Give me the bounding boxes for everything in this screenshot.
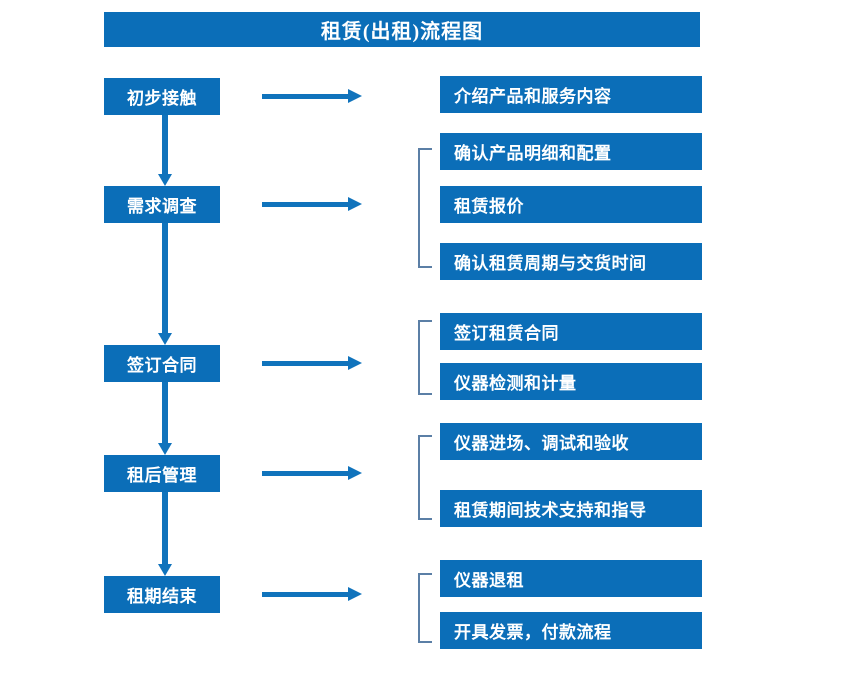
arrow-demand-to-contract [157, 223, 173, 345]
arrow-to-after-rent [262, 465, 362, 481]
bracket-contract-group [418, 320, 432, 395]
detail-box-confirm-rental-period[interactable]: 确认租赁周期与交货时间 [440, 243, 702, 280]
detail-box-rental-quotation[interactable]: 租赁报价 [440, 186, 702, 223]
arrow-after-to-end [157, 492, 173, 576]
detail-box-introduce-products[interactable]: 介绍产品和服务内容 [440, 76, 702, 113]
arrow-to-requirements [262, 196, 362, 212]
arrow-to-intro [262, 88, 362, 104]
detail-box-invoice-payment[interactable]: 开具发票，付款流程 [440, 612, 702, 649]
detail-box-instrument-delivery-commissioning[interactable]: 仪器进场、调试和验收 [440, 423, 702, 460]
detail-box-technical-support[interactable]: 租赁期间技术支持和指导 [440, 490, 702, 527]
arrow-to-contract [262, 355, 362, 371]
arrow-contract-to-after [157, 382, 173, 455]
arrow-contact-to-demand [157, 115, 173, 186]
stage-box-after-rent-management[interactable]: 租后管理 [104, 455, 220, 492]
bracket-end-group [418, 573, 432, 643]
detail-box-confirm-product-details[interactable]: 确认产品明细和配置 [440, 133, 702, 170]
detail-box-instrument-inspection[interactable]: 仪器检测和计量 [440, 363, 702, 400]
stage-box-requirement-survey[interactable]: 需求调查 [104, 186, 220, 223]
stage-box-rental-end[interactable]: 租期结束 [104, 576, 220, 613]
detail-box-sign-rental-contract[interactable]: 签订租赁合同 [440, 313, 702, 350]
stage-box-initial-contact[interactable]: 初步接触 [104, 78, 220, 115]
bracket-requirements-group [418, 148, 432, 268]
arrow-to-end [262, 586, 362, 602]
page-title: 租赁(出租)流程图 [104, 12, 700, 47]
bracket-after-rent-group [418, 435, 432, 520]
detail-box-instrument-return[interactable]: 仪器退租 [440, 560, 702, 597]
stage-box-sign-contract[interactable]: 签订合同 [104, 345, 220, 382]
